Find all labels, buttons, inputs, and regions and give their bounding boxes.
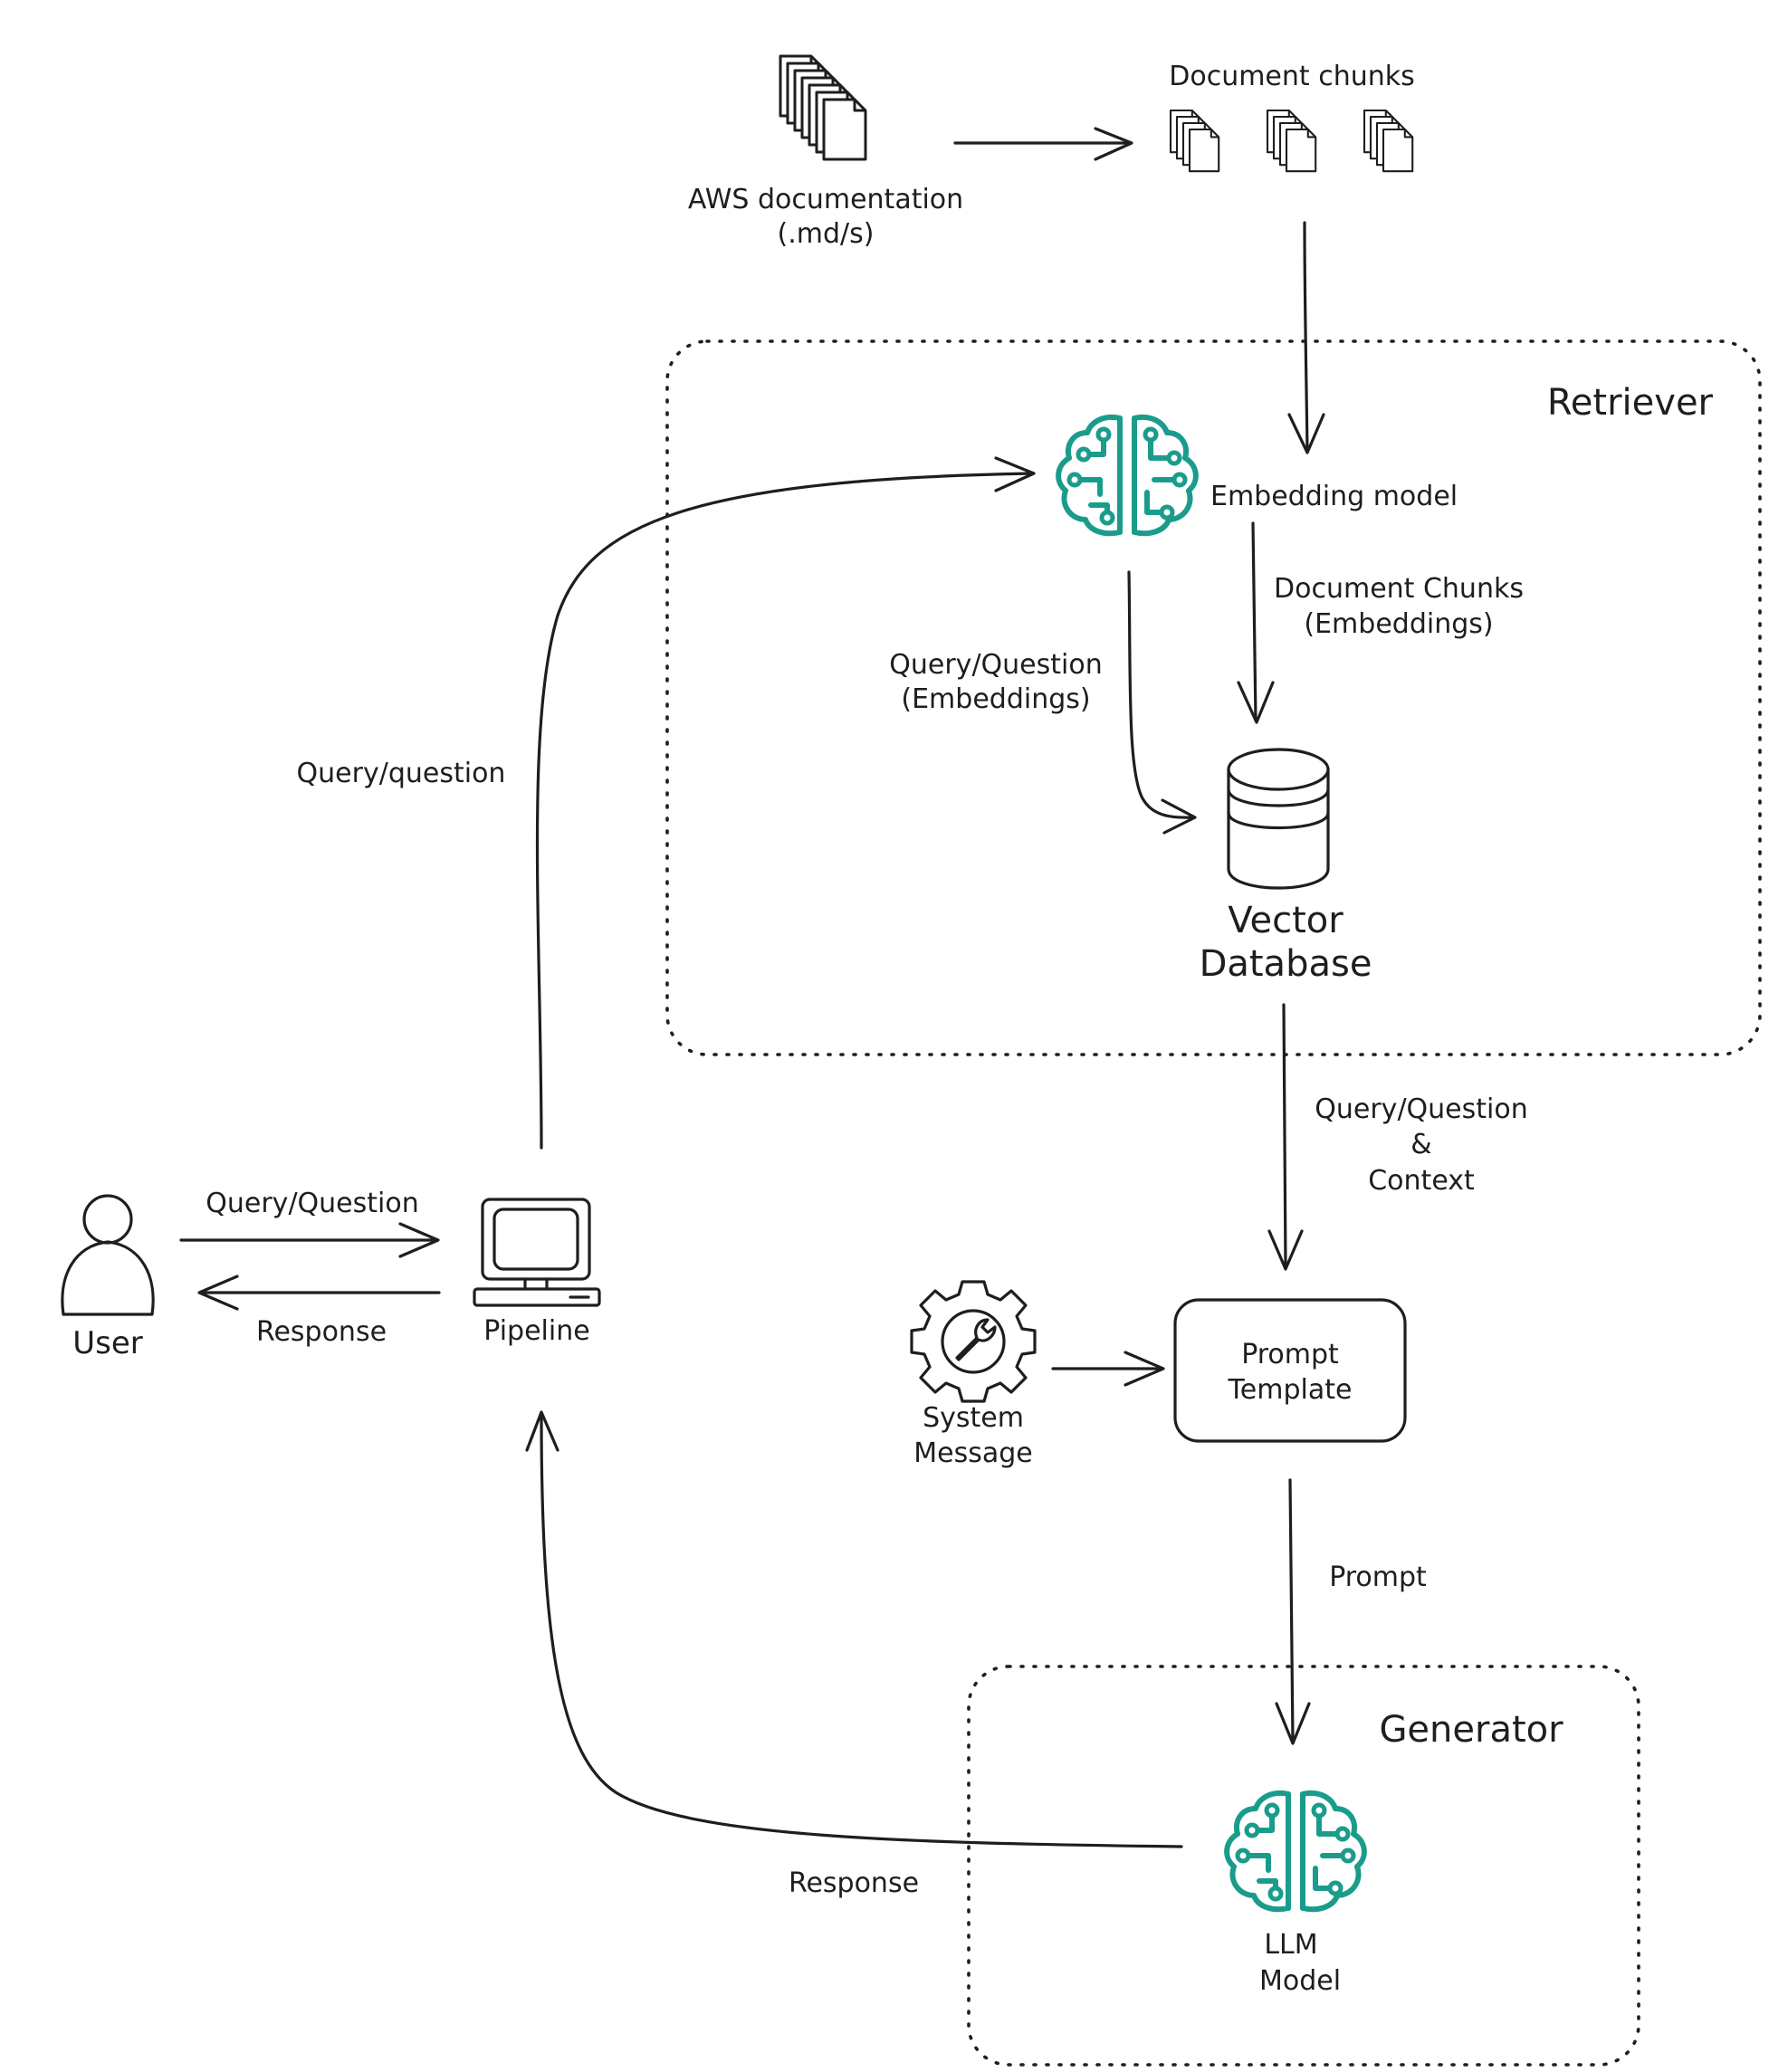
llm-to-pipeline-arrow: [525, 1410, 1183, 1848]
generator-title: Generator: [1379, 1709, 1563, 1751]
user-label: User: [72, 1325, 143, 1361]
prompt-template-label-2: Template: [1228, 1374, 1353, 1406]
source-label-ext: (.md/s): [778, 218, 875, 250]
chunks-embedding-label: Document Chunks: [1274, 573, 1524, 605]
query-embedding-label: Query/Question: [889, 649, 1102, 681]
llm-response-label: Response: [789, 1867, 919, 1899]
database-icon: [1227, 748, 1330, 890]
pipeline-response-label: Response: [256, 1316, 387, 1348]
llm-label-2: Model: [1259, 1965, 1341, 1997]
query-embedding-label-2: (Embeddings): [901, 683, 1090, 715]
prompt-to-llm-arrow: [1275, 1478, 1311, 1745]
db-context-label-2: &: [1410, 1129, 1431, 1160]
db-context-label-3: Context: [1368, 1165, 1475, 1197]
pipeline-to-embedding-arrow: [535, 456, 1036, 1150]
pipeline-to-user-arrow: [197, 1275, 441, 1311]
chunks-label: Document chunks: [1169, 61, 1415, 92]
vector-db-label: Vector: [1228, 900, 1343, 941]
gear-wrench-icon: [910, 1280, 1037, 1403]
chunks-embedding-label-2: (Embeddings): [1304, 608, 1493, 640]
user-query-label: Query/Question: [206, 1188, 418, 1219]
retriever-title: Retriever: [1547, 382, 1714, 424]
document-stack-icon: [1169, 109, 1414, 173]
prompt-edge-label: Prompt: [1329, 1561, 1427, 1593]
embedding-to-db-arrow: [1237, 521, 1275, 724]
llm-brain-icon: [1227, 1793, 1364, 1909]
prompt-template-label: Prompt: [1241, 1339, 1339, 1370]
db-context-label: Query/Question: [1315, 1093, 1527, 1125]
embedding-model-label: Embedding model: [1210, 481, 1458, 512]
docs-to-chunks-arrow: [953, 127, 1133, 161]
system-message-label-2: Message: [913, 1437, 1032, 1469]
source-label: AWS documentation: [688, 184, 963, 215]
system-message-label: System: [923, 1402, 1024, 1434]
retriever-group: [665, 339, 1762, 1056]
pipeline-query-label: Query/question: [297, 758, 506, 789]
db-to-prompt-arrow: [1267, 1003, 1304, 1271]
pipeline-label: Pipeline: [483, 1315, 589, 1347]
generator-group: [967, 1665, 1640, 2067]
prompt-template-box: [1173, 1298, 1407, 1443]
system-to-prompt-arrow: [1051, 1351, 1165, 1387]
query-embedding-arrow: [1127, 570, 1197, 835]
chunks-to-embedding-arrow: [1287, 221, 1325, 454]
embedding-brain-icon: [1058, 417, 1196, 533]
user-icon: [61, 1194, 155, 1316]
user-to-pipeline-arrow: [179, 1222, 440, 1258]
llm-label: LLM: [1264, 1929, 1317, 1961]
documents-icon: [779, 54, 867, 161]
vector-db-label-2: Database: [1200, 943, 1372, 985]
computer-icon: [473, 1198, 601, 1307]
